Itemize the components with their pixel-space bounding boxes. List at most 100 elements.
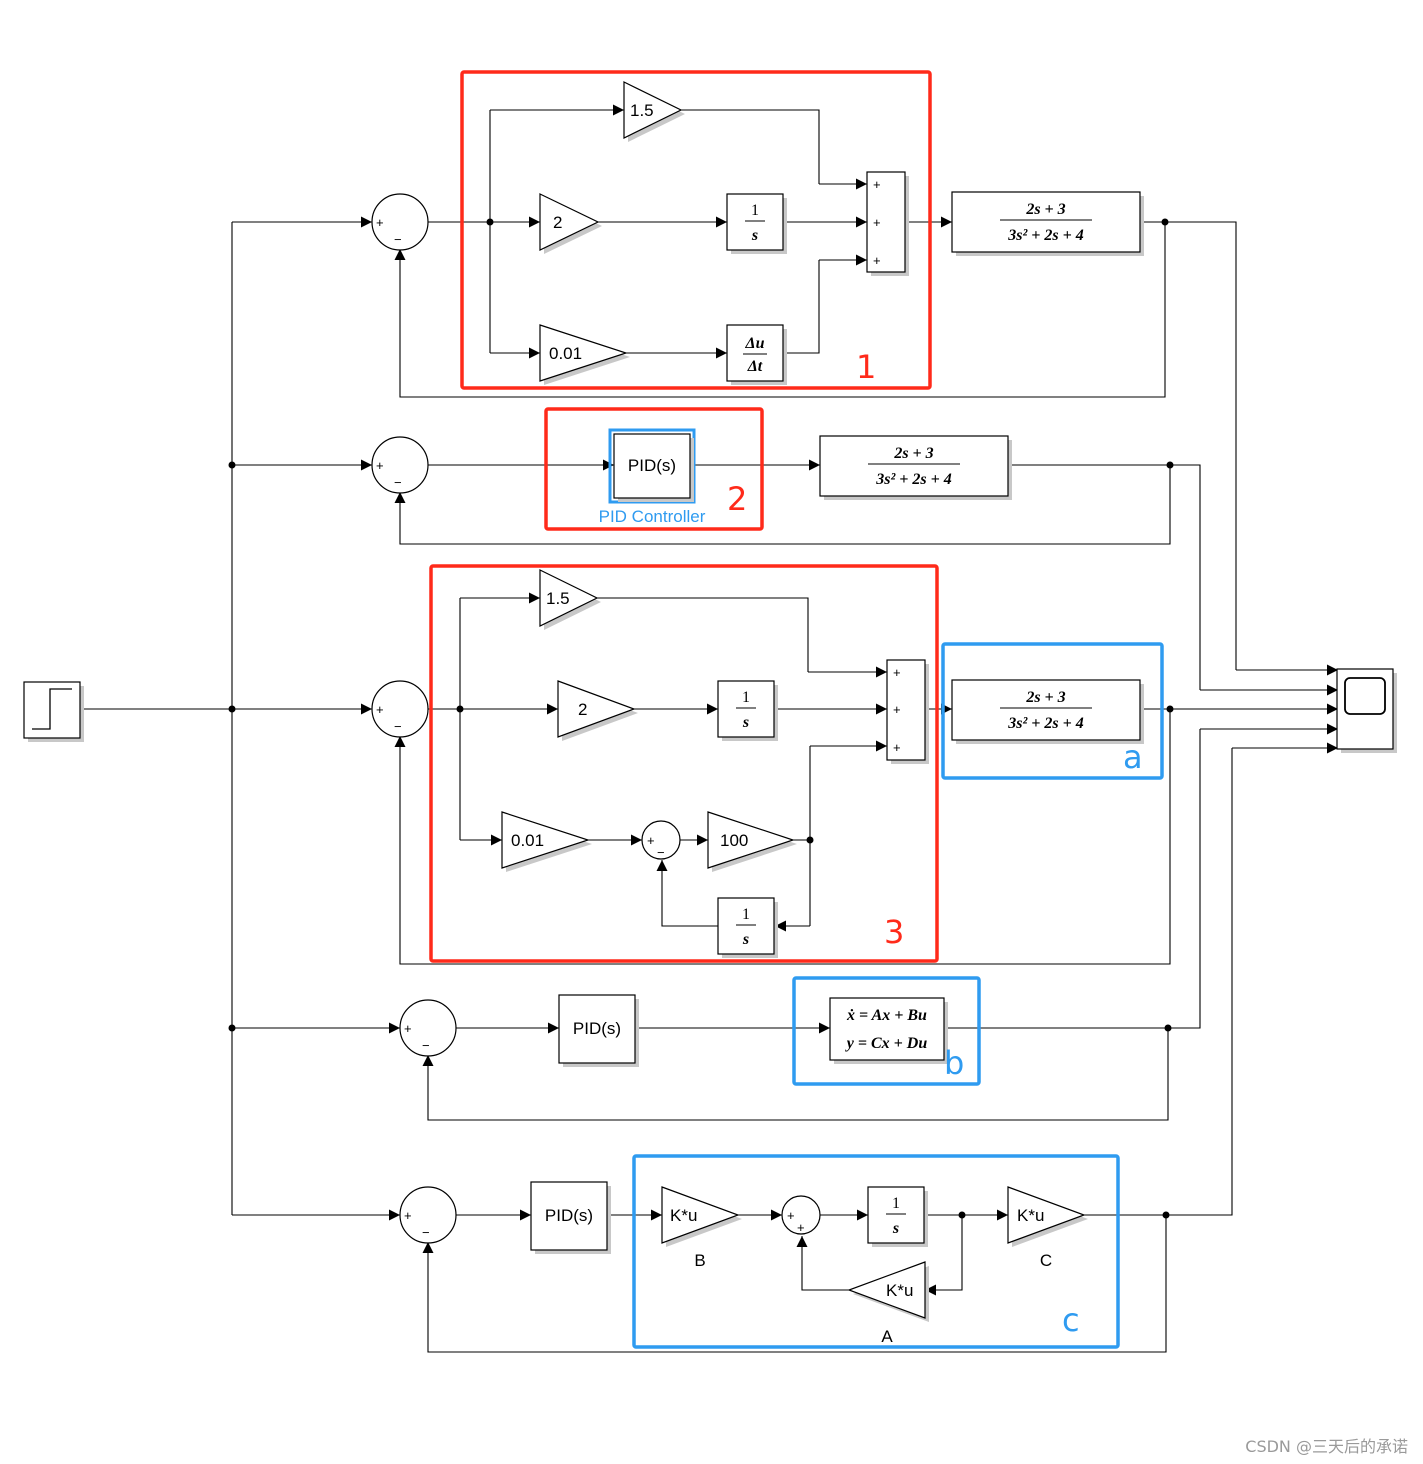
gain-matrix-a[interactable]: K*u — [847, 1261, 929, 1322]
sum-filter-plus: + — [647, 833, 655, 848]
integrator-state[interactable]: 1 s — [867, 1186, 928, 1247]
gain-kp-row1[interactable]: 1.5 — [623, 81, 685, 142]
sum-row3-plus: + — [376, 702, 384, 717]
pid-row4-label: PID(s) — [573, 1019, 621, 1038]
tag-2: 2 — [727, 480, 747, 518]
sum3-row3[interactable]: + + + — [886, 659, 929, 764]
gain-kd-row1[interactable]: 0.01 — [539, 324, 630, 385]
tag-3: 3 — [884, 913, 904, 951]
pid-controller-caption: PID Controller — [599, 507, 706, 526]
gain-ki-row1-label: 2 — [553, 213, 562, 232]
gain-ki-row1[interactable]: 2 — [539, 193, 602, 254]
sum-state-plus-a: + — [787, 1208, 795, 1223]
sum3-row1[interactable]: + + + — [866, 171, 909, 276]
sum3-row3-plus-3: + — [893, 740, 901, 755]
sum-state-loop[interactable]: + + — [781, 1195, 821, 1235]
integrator-row3-num: 1 — [742, 689, 750, 706]
sum-row4[interactable]: + − — [399, 999, 457, 1057]
state-space-line1: ẋ = Ax + Bu — [846, 1007, 927, 1024]
step-source-block[interactable] — [23, 681, 84, 742]
gain-kd-row1-label: 0.01 — [549, 344, 582, 363]
gain-filter-n[interactable]: 100 — [707, 811, 797, 872]
derivative-row1[interactable]: Δu Δt — [726, 324, 787, 385]
gain-ki-row3-label: 2 — [578, 700, 587, 719]
pid-row5-label: PID(s) — [545, 1206, 593, 1225]
sum-state-plus-b: + — [797, 1220, 805, 1235]
plant-row3[interactable]: 2s + 3 3s² + 2s + 4 — [951, 679, 1144, 744]
sum-row2[interactable]: + − — [371, 436, 429, 494]
sum-row1[interactable]: + − — [371, 193, 429, 251]
pid-row5[interactable]: PID(s) — [530, 1181, 611, 1254]
plant-row2[interactable]: 2s + 3 3s² + 2s + 4 — [819, 435, 1012, 500]
gain-ki-row3[interactable]: 2 — [557, 680, 638, 741]
matrix-a-caption: A — [881, 1327, 893, 1346]
gain-a-label: K*u — [886, 1281, 913, 1300]
derivative-row1-num: Δu — [745, 335, 765, 352]
integrator-state-num: 1 — [892, 1195, 900, 1212]
junction-dots — [228, 218, 1174, 1219]
tag-c: c — [1062, 1301, 1080, 1339]
sum3-row3-plus-2: + — [893, 702, 901, 717]
signal-wires — [82, 104, 1338, 1353]
sum-row5-minus: − — [422, 1225, 430, 1240]
step-icon — [32, 688, 72, 730]
sum-row4-plus: + — [404, 1021, 412, 1036]
gain-kp-row3[interactable]: 1.5 — [539, 569, 601, 630]
derivative-row1-den: Δt — [747, 358, 763, 375]
sum-row5[interactable]: + − — [399, 1186, 457, 1244]
matrix-c-caption: C — [1040, 1251, 1052, 1270]
sum-row1-minus: − — [394, 232, 402, 247]
state-space-block[interactable]: ẋ = Ax + Bu y = Cx + Du — [829, 997, 948, 1064]
sum-row2-plus: + — [376, 458, 384, 473]
highlight-boxes — [429, 70, 1164, 1349]
tag-b: b — [944, 1044, 964, 1082]
sum3-row3-plus-1: + — [893, 665, 901, 680]
highlight-box-a — [941, 642, 1164, 780]
sum-row1-plus: + — [376, 215, 384, 230]
gain-matrix-c[interactable]: K*u — [1007, 1186, 1088, 1247]
sum-row3[interactable]: + − — [371, 680, 429, 738]
sum-row5-plus: + — [404, 1208, 412, 1223]
integrator-row1-num: 1 — [751, 202, 759, 219]
plant-row1-num: 2s + 3 — [1025, 201, 1065, 218]
gain-c-label: K*u — [1017, 1206, 1044, 1225]
plant-row1-den: 3s² + 2s + 4 — [1007, 227, 1083, 244]
scope-block[interactable] — [1336, 668, 1397, 753]
scope-screen-icon — [1344, 677, 1386, 715]
sum3-row1-plus-3: + — [873, 253, 881, 268]
pid-controller-row2[interactable]: PID(s) — [608, 428, 696, 504]
sum3-row1-plus-2: + — [873, 215, 881, 230]
tag-1: 1 — [856, 348, 876, 386]
sum-derivative-filter[interactable]: + − — [641, 820, 681, 860]
gain-matrix-b[interactable]: K*u — [661, 1186, 742, 1247]
integrator-filter[interactable]: 1 s — [717, 897, 778, 958]
state-space-line2: y = Cx + Du — [845, 1035, 928, 1052]
plant-row3-num: 2s + 3 — [1025, 689, 1065, 706]
highlight-box-c — [632, 1154, 1120, 1349]
integrator-row1-den: s — [751, 227, 758, 244]
sum-row3-minus: − — [394, 719, 402, 734]
integrator-filter-den: s — [742, 931, 749, 948]
plant-row3-den: 3s² + 2s + 4 — [1007, 715, 1083, 732]
matrix-b-caption: B — [694, 1251, 705, 1270]
plant-row2-num: 2s + 3 — [893, 445, 933, 462]
sum-row2-minus: − — [394, 475, 402, 490]
gain-kp-row3-label: 1.5 — [546, 589, 570, 608]
pid-row4[interactable]: PID(s) — [558, 994, 639, 1067]
sum3-row1-plus-1: + — [873, 177, 881, 192]
gain-filter-n-label: 100 — [720, 831, 748, 850]
integrator-state-den: s — [892, 1220, 899, 1237]
integrator-row3[interactable]: 1 s — [717, 680, 778, 741]
highlight-box-2 — [544, 407, 764, 531]
sum-row4-minus: − — [422, 1038, 430, 1053]
gain-kp-row1-label: 1.5 — [630, 101, 654, 120]
plant-row2-den: 3s² + 2s + 4 — [875, 471, 951, 488]
plant-row1[interactable]: 2s + 3 3s² + 2s + 4 — [951, 191, 1144, 256]
tag-a: a — [1123, 738, 1143, 776]
gain-b-label: K*u — [670, 1206, 697, 1225]
highlight-box-b — [792, 976, 981, 1086]
integrator-row1[interactable]: 1 s — [726, 193, 787, 254]
gain-kd-row3[interactable]: 0.01 — [501, 811, 592, 872]
watermark-text: CSDN @三天后的承诺 — [1245, 1437, 1408, 1456]
